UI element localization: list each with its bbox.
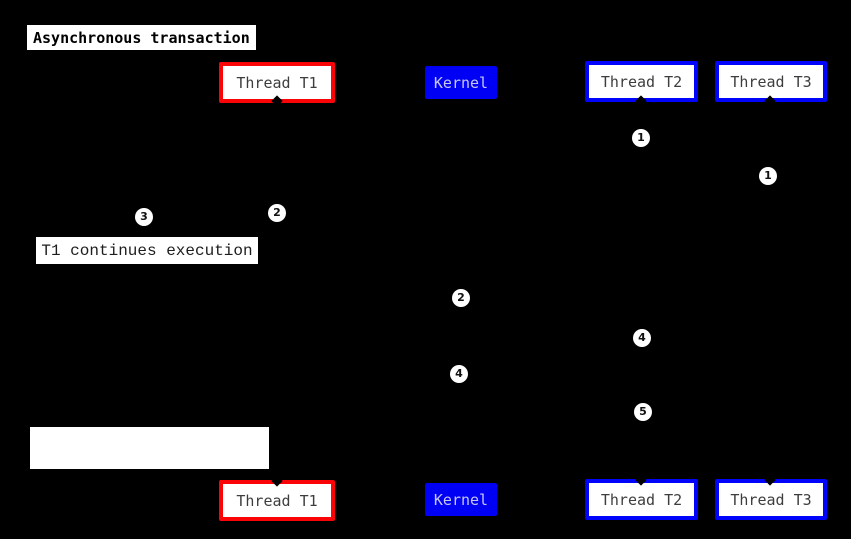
step-marker: 2 xyxy=(268,204,286,222)
lifeline-label: Kernel xyxy=(433,73,489,92)
step-marker: 4 xyxy=(633,329,651,347)
step-marker: 2 xyxy=(452,289,470,307)
step-marker: 1 xyxy=(759,167,777,185)
lifeline-label: Thread T2 xyxy=(600,72,683,91)
step-marker: 1 xyxy=(632,129,650,147)
lifeline-label: Thread T2 xyxy=(600,490,683,509)
diagram-title: Asynchronous transaction xyxy=(27,25,256,50)
step-marker: 5 xyxy=(634,403,652,421)
step-marker: 4 xyxy=(450,365,468,383)
lifeline-box-kernel-bottom: Kernel xyxy=(425,483,497,516)
lifeline-box-kernel-top: Kernel xyxy=(425,66,497,99)
lifeline-label: Kernel xyxy=(433,490,489,509)
lifeline-label: Thread T3 xyxy=(730,490,812,509)
step-marker: 3 xyxy=(135,208,153,226)
note-blank xyxy=(30,427,269,469)
lifeline-label: Thread T1 xyxy=(236,491,318,510)
note-t1-continues: T1 continues execution xyxy=(36,237,258,264)
lifeline-label: Thread T3 xyxy=(730,72,812,91)
lifeline-box-thread-t3-bottom: Thread T3 xyxy=(715,479,827,520)
lifeline-label: Thread T1 xyxy=(236,73,318,92)
lifeline-box-thread-t3-top: Thread T3 xyxy=(715,61,827,102)
